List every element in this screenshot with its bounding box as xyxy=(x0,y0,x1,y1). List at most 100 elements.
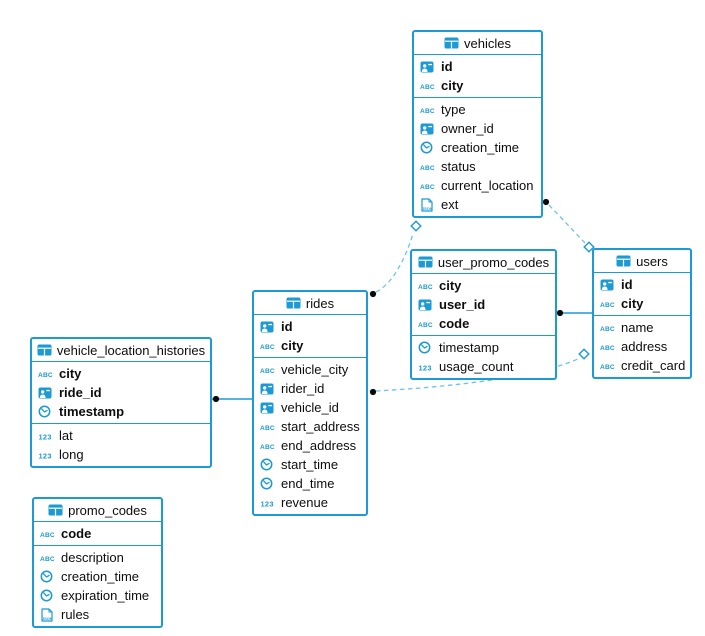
svg-text:ABC: ABC xyxy=(38,372,53,379)
column-name: type xyxy=(441,102,466,117)
table-name: vehicles xyxy=(464,35,511,51)
column-name: ext xyxy=(441,197,459,212)
clock-icon xyxy=(40,589,56,602)
table-header: promo_codes xyxy=(34,499,161,522)
clock-icon xyxy=(260,458,276,471)
svg-text:123: 123 xyxy=(39,432,52,440)
text-abc-icon: ABC xyxy=(260,441,276,451)
table-grid-icon xyxy=(444,37,459,49)
relationship-dot-endpoint xyxy=(369,290,377,298)
column-name: code xyxy=(61,526,92,541)
column-row: owner_id xyxy=(414,119,541,138)
column-name: city xyxy=(441,78,464,93)
column-name: expiration_time xyxy=(61,588,150,603)
column-name: start_time xyxy=(281,457,339,472)
column-name: address xyxy=(621,339,668,354)
text-abc-icon: ABC xyxy=(600,342,616,352)
column-row: 123 usage_count xyxy=(412,357,555,376)
column-name: status xyxy=(441,159,476,174)
id-badge-icon xyxy=(260,402,276,414)
table-grid-icon xyxy=(418,256,433,268)
column-row: creation_time xyxy=(414,138,541,157)
svg-text:ABC: ABC xyxy=(260,425,275,432)
svg-text:ABC: ABC xyxy=(600,302,615,309)
id-badge-icon xyxy=(600,279,616,291)
table-grid-icon xyxy=(37,344,52,356)
table-name: user_promo_codes xyxy=(437,254,550,270)
column-row: user_id xyxy=(412,295,555,314)
relationship-user_promo_codes-users xyxy=(556,309,592,317)
column-name: city xyxy=(621,296,644,311)
svg-text:ABC: ABC xyxy=(260,344,275,351)
column-row: timestamp xyxy=(32,402,210,421)
column-name: description xyxy=(61,550,124,565)
id-badge-icon xyxy=(260,321,276,333)
column-row: ABC city xyxy=(254,336,366,355)
id-badge-icon xyxy=(418,299,434,311)
table-header: vehicle_location_histories xyxy=(32,339,210,362)
column-name: id xyxy=(621,277,633,292)
svg-text:JSON: JSON xyxy=(42,615,53,620)
number-123-icon: 123 xyxy=(260,498,276,507)
text-abc-icon: ABC xyxy=(40,553,56,563)
column-name: id xyxy=(281,319,293,334)
column-row: ABC address xyxy=(594,337,690,356)
table-header: users xyxy=(594,250,690,273)
column-name: ride_id xyxy=(59,385,102,400)
column-row: ABC start_address xyxy=(254,417,366,436)
relationship-diamond-endpoint xyxy=(578,348,590,360)
id-badge-icon xyxy=(420,61,436,73)
table-header: user_promo_codes xyxy=(412,251,555,274)
table-grid-icon xyxy=(286,297,301,309)
column-name: end_address xyxy=(281,438,357,453)
column-row: ABC code xyxy=(34,524,161,543)
svg-text:ABC: ABC xyxy=(418,322,433,329)
column-name: usage_count xyxy=(439,359,514,374)
column-row: ABC city xyxy=(594,294,690,313)
column-name: city xyxy=(281,338,304,353)
id-badge-icon xyxy=(260,383,276,395)
svg-text:ABC: ABC xyxy=(260,368,275,375)
text-abc-icon: ABC xyxy=(600,361,616,371)
column-name: owner_id xyxy=(441,121,494,136)
column-row: creation_time xyxy=(34,567,161,586)
column-name: lat xyxy=(59,428,73,443)
text-abc-icon: ABC xyxy=(40,529,56,539)
table-name: users xyxy=(636,253,668,269)
table-name: promo_codes xyxy=(68,502,147,518)
column-row: start_time xyxy=(254,455,366,474)
number-123-icon: 123 xyxy=(38,431,54,440)
column-row: ride_id xyxy=(32,383,210,402)
text-abc-icon: ABC xyxy=(420,181,436,191)
column-row: id xyxy=(594,275,690,294)
table-name: vehicle_location_histories xyxy=(56,342,206,358)
column-name: vehicle_city xyxy=(281,362,349,377)
column-name: rider_id xyxy=(281,381,325,396)
column-name: creation_time xyxy=(441,140,520,155)
svg-text:ABC: ABC xyxy=(418,284,433,291)
number-123-icon: 123 xyxy=(418,362,434,371)
table-grid-icon xyxy=(616,255,631,267)
column-name: start_address xyxy=(281,419,360,434)
column-row: ABC vehicle_city xyxy=(254,360,366,379)
column-row: id xyxy=(414,57,541,76)
column-row: ABC description xyxy=(34,548,161,567)
text-abc-icon: ABC xyxy=(260,365,276,375)
